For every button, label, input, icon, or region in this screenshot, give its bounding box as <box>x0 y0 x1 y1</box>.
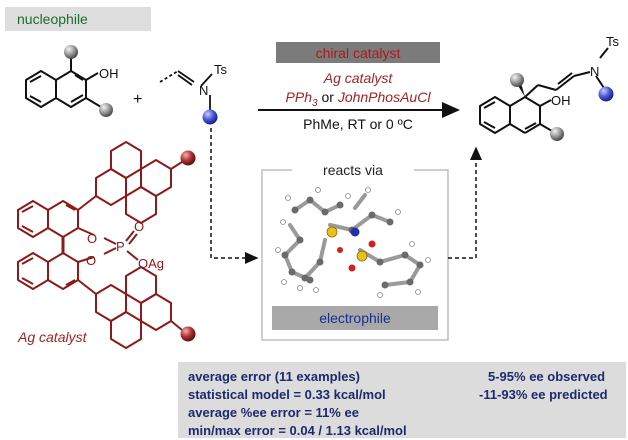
blue-substituent-ball <box>202 109 218 125</box>
gray-substituent-ball <box>550 127 564 141</box>
atom-o: O <box>134 219 144 234</box>
nucleophile-label: nucleophile <box>17 11 88 27</box>
atom-oh: OH <box>551 93 571 108</box>
gray-substituent-ball <box>510 73 524 87</box>
dashed-arrow-to-product <box>448 146 482 259</box>
stat-min-max-error: min/max error = 0.04 / 1.13 kcal/mol <box>188 423 407 438</box>
atom-ts: Ts <box>214 62 228 77</box>
ligand-johnphos: JohnPhosAuCl <box>337 89 431 105</box>
solvent-temperature: PhMe, RT or 0 ºC <box>303 116 413 132</box>
stat-ee-observed: 5-95% ee observed <box>488 369 606 384</box>
stat-average-error: average error (11 examples) <box>188 369 360 384</box>
ligand-pph3: PPh <box>285 89 313 105</box>
atom-o: O <box>87 231 97 246</box>
reacts-via-label: reacts via <box>292 163 414 177</box>
atom-o: O <box>86 253 96 268</box>
ag-catalyst-structure <box>17 141 183 349</box>
nucleophile-label-box <box>5 7 151 31</box>
blue-substituent-ball <box>598 86 614 102</box>
ag-catalyst-structure-label: Ag catalyst <box>18 329 87 345</box>
atom-n: N <box>590 64 599 79</box>
product-structure <box>479 47 609 134</box>
atom-oh: OH <box>99 66 119 81</box>
electrophile-label: electrophile <box>319 310 391 326</box>
plus-sign: + <box>133 91 142 108</box>
ligand-or: or <box>321 89 334 105</box>
nucleophile-structure <box>25 56 102 108</box>
red-substituent-ball <box>180 326 196 342</box>
gray-substituent-ball <box>99 103 113 117</box>
dashed-arrow-to-ts <box>210 128 259 264</box>
ag-catalyst-condition: Ag catalyst <box>323 70 393 86</box>
stat-ee-error: average %ee error = 11% ee <box>188 405 359 420</box>
stat-model-error: statistical model = 0.33 kcal/mol <box>188 387 386 402</box>
transition-state-model <box>275 187 431 298</box>
ligand-pph3-subscript: 3 <box>312 97 318 109</box>
statistics-box <box>178 362 626 438</box>
atom-ts: Ts <box>606 34 620 49</box>
ligand-condition: PPh3 or JohnPhosAuCl <box>258 90 458 109</box>
atom-n: N <box>199 83 208 98</box>
atom-oag: OAg <box>138 256 164 271</box>
chiral-catalyst-box <box>276 42 440 63</box>
atom-p: P <box>116 239 125 254</box>
allenamide-structure <box>159 70 213 110</box>
gray-substituent-ball <box>64 45 78 59</box>
electrophile-box <box>272 306 438 330</box>
red-substituent-ball <box>180 150 196 166</box>
chiral-catalyst-label: chiral catalyst <box>315 45 401 61</box>
stat-ee-predicted: -11-93% ee predicted <box>479 387 608 402</box>
